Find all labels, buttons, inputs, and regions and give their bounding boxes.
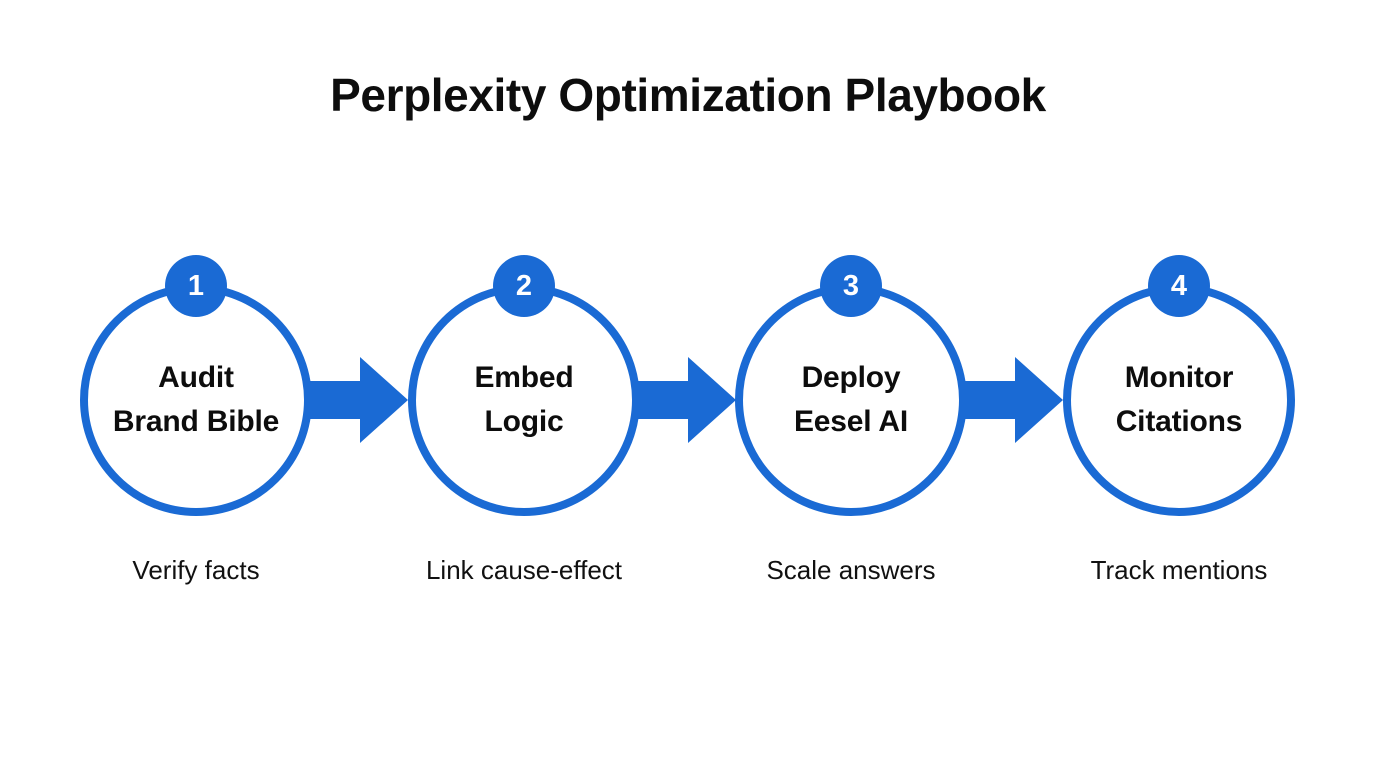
step-label-3-line1: Deploy — [801, 361, 901, 394]
process-step-2[interactable]: 2 Embed Logic — [408, 255, 640, 516]
step-label-3: Deploy Eesel AI — [735, 284, 967, 516]
arrow-1-to-2-icon — [308, 357, 408, 443]
step-label-4-line2: Citations — [1115, 405, 1243, 438]
step-label-1: Audit Brand Bible — [80, 284, 312, 516]
step-label-2-line1: Embed — [474, 361, 574, 394]
step-number-badge-1: 1 — [165, 255, 227, 317]
step-label-4-line1: Monitor — [1124, 361, 1234, 394]
step-label-2-line2: Logic — [484, 405, 564, 438]
arrow-2-to-3-icon — [636, 357, 736, 443]
step-number-badge-4: 4 — [1148, 255, 1210, 317]
page-title: Perplexity Optimization Playbook — [330, 69, 1046, 121]
step-label-1-line2: Brand Bible — [112, 405, 280, 438]
process-step-1[interactable]: 1 Audit Brand Bible — [80, 255, 312, 516]
step-label-2: Embed Logic — [408, 284, 640, 516]
step-caption-2: Link cause-effect — [425, 555, 623, 585]
step-caption-3: Scale answers — [766, 555, 936, 585]
step-number-badge-2: 2 — [493, 255, 555, 317]
step-caption-1: Verify facts — [132, 555, 260, 585]
step-number-badge-3: 3 — [820, 255, 882, 317]
step-caption-4: Track mentions — [1090, 555, 1268, 585]
step-label-3-line2: Eesel AI — [793, 405, 909, 438]
arrow-3-to-4-icon — [963, 357, 1063, 443]
process-step-3[interactable]: 3 Deploy Eesel AI — [735, 255, 967, 516]
step-label-4: Monitor Citations — [1063, 284, 1295, 516]
process-step-4[interactable]: 4 Monitor Citations — [1063, 255, 1295, 516]
step-label-1-line1: Audit — [158, 361, 234, 394]
step-circle-2 — [408, 284, 640, 516]
step-circle-4 — [1063, 284, 1295, 516]
